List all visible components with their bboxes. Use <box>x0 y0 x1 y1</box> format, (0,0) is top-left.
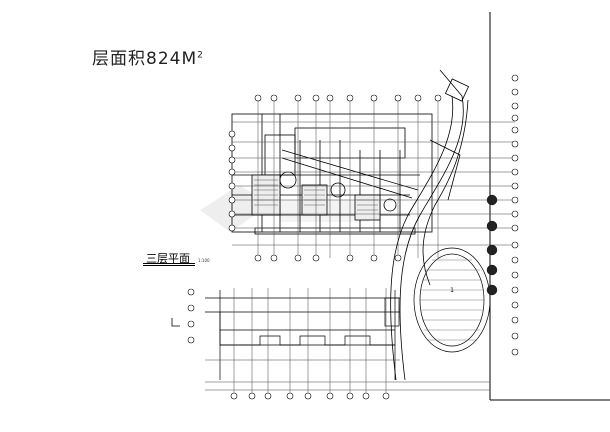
upper-grid-axes <box>232 100 515 258</box>
lower-building-plan <box>205 290 400 380</box>
curved-walkway <box>390 69 470 381</box>
lower-grid-bubbles <box>187 288 390 400</box>
floor-area-text: 层面积824M <box>92 49 198 69</box>
oval-stage <box>413 247 491 353</box>
sheet-border <box>489 12 610 401</box>
plan-title-underline-thin <box>143 265 195 266</box>
section-marker <box>171 318 180 327</box>
area-unit-superscript: 2 <box>197 50 204 61</box>
lower-grid-axes <box>205 288 490 395</box>
right-grid-bubbles <box>511 74 519 356</box>
scale-label: 1:100 <box>198 258 210 263</box>
upper-grid-bubbles-left <box>228 130 236 232</box>
plan-title-underline <box>143 263 195 264</box>
stage-number: 1 <box>450 287 454 294</box>
plan-title: 三层平面 <box>146 252 190 265</box>
tree-symbols <box>486 194 498 296</box>
floor-area-label: 层面积824M2 <box>92 44 204 69</box>
upper-grid-bubbles-top <box>254 94 442 262</box>
